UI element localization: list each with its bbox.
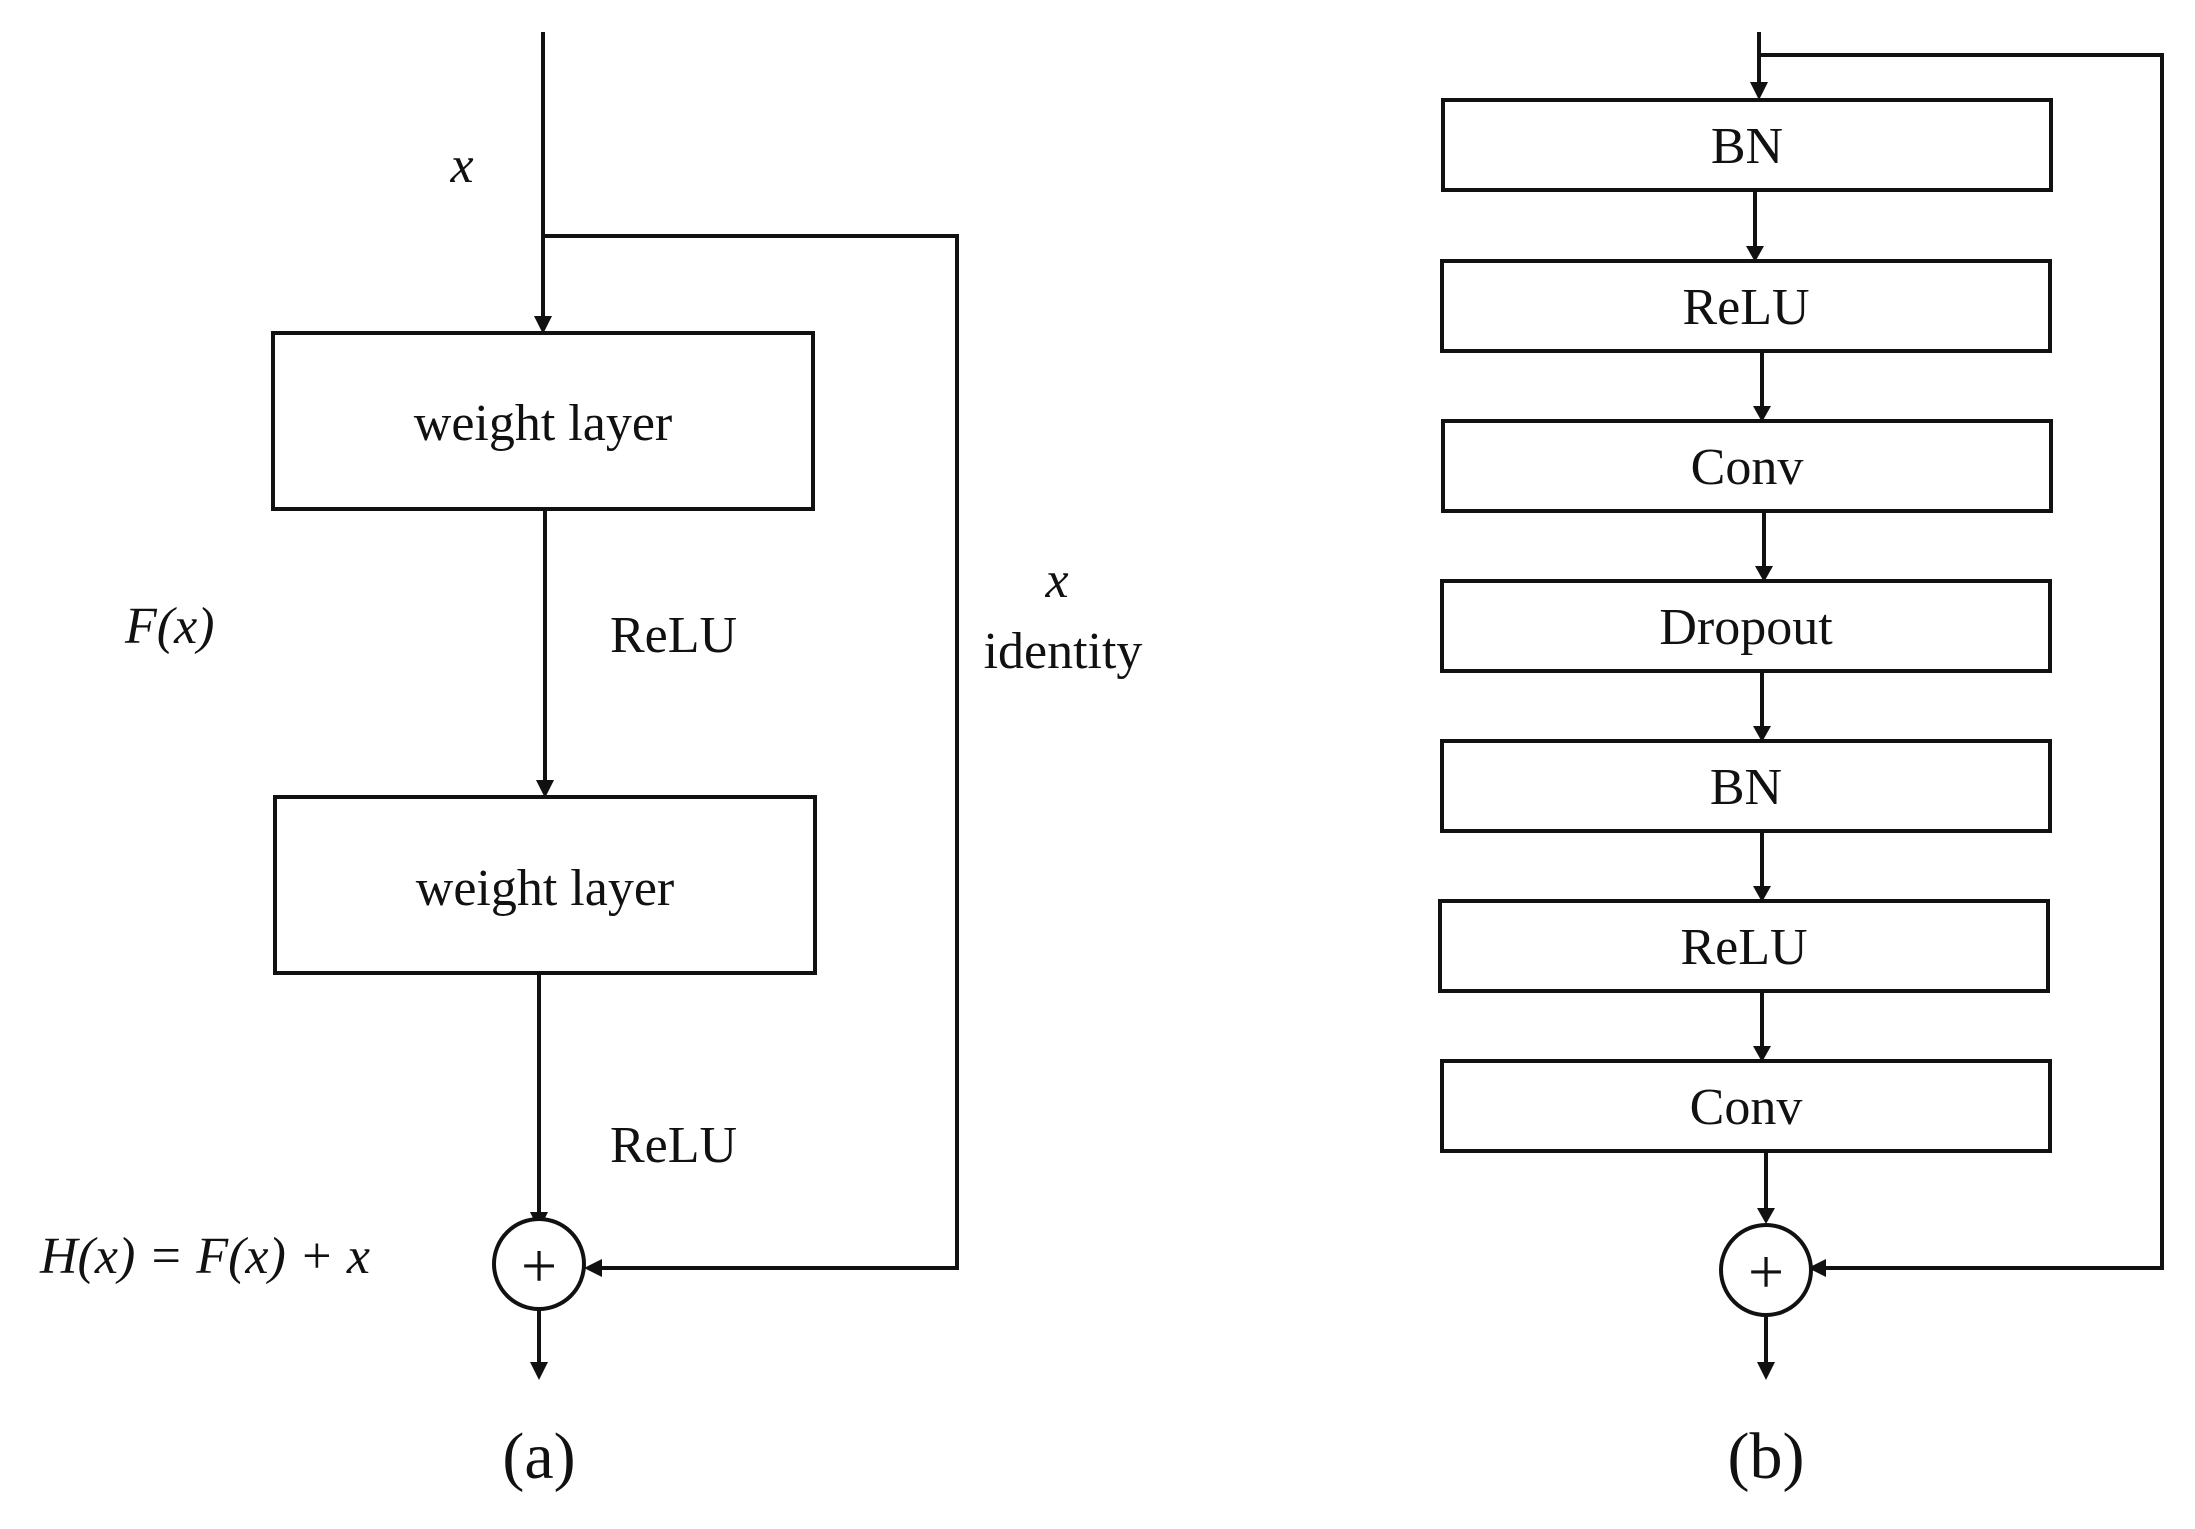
arrowhead-output-b bbox=[1757, 1362, 1775, 1380]
block-relu-2 bbox=[1438, 899, 2050, 993]
arrowhead-into-relu-2 bbox=[1753, 886, 1771, 902]
block-bn-2-label: BN bbox=[1710, 759, 1782, 816]
skip-identity-label: identity bbox=[984, 623, 1143, 680]
arrowhead-into-conv-2 bbox=[1753, 1046, 1771, 1062]
weight-layer-1-label: weight layer bbox=[414, 395, 672, 452]
caption-b: (b) bbox=[1728, 1420, 1805, 1493]
residual-fx-label: F(x) bbox=[124, 598, 214, 655]
block-bn-2 bbox=[1440, 739, 2052, 833]
block-relu-2-label: ReLU bbox=[1680, 919, 1807, 976]
arrowhead-skip-into-sum-b bbox=[1808, 1259, 1826, 1277]
panel-a: weight layer weight layer + x F(x) ReLU … bbox=[39, 32, 1142, 1493]
arrowhead-into-dropout bbox=[1755, 566, 1773, 582]
sum-symbol-a: + bbox=[521, 1230, 557, 1301]
arrowhead-into-bn1 bbox=[1750, 82, 1768, 100]
panel-b: BN ReLU Conv Dropout BN ReLU Conv + bbox=[1438, 32, 2164, 1493]
block-dropout-label: Dropout bbox=[1659, 599, 1833, 656]
skip-connection-path-b bbox=[1759, 53, 2164, 1270]
relu-label-1: ReLU bbox=[610, 607, 737, 664]
block-bn-1-label: BN bbox=[1711, 118, 1783, 175]
arrowhead-into-bn-2 bbox=[1753, 726, 1771, 742]
sum-symbol-b: + bbox=[1748, 1236, 1784, 1307]
block-dropout bbox=[1440, 579, 2052, 673]
arrowhead-into-conv-1 bbox=[1753, 406, 1771, 422]
arrowhead-into-sum-b bbox=[1757, 1208, 1775, 1224]
block-relu-1 bbox=[1440, 259, 2052, 353]
arrowhead-into-layer2 bbox=[536, 780, 554, 798]
block-relu-1-label: ReLU bbox=[1682, 279, 1809, 336]
caption-a: (a) bbox=[502, 1420, 575, 1493]
arrowhead-into-layer1 bbox=[534, 316, 552, 334]
skip-connection-path bbox=[543, 234, 959, 1270]
block-bn-1 bbox=[1441, 98, 2053, 192]
weight-layer-2-label: weight layer bbox=[416, 860, 674, 917]
relu-label-2: ReLU bbox=[610, 1117, 737, 1174]
output-formula-label: H(x) = F(x) + x bbox=[39, 1228, 370, 1285]
arrowhead-output-a bbox=[530, 1362, 548, 1380]
block-conv-1 bbox=[1441, 419, 2053, 513]
input-x-label: x bbox=[449, 137, 473, 194]
arrowhead-skip-into-sum bbox=[584, 1259, 602, 1277]
arrowhead-into-relu-1 bbox=[1746, 246, 1764, 262]
weight-layer-1-box bbox=[271, 331, 815, 511]
skip-x-label: x bbox=[1044, 552, 1068, 609]
weight-layer-2-box bbox=[273, 795, 817, 975]
block-conv-2-label: Conv bbox=[1690, 1079, 1803, 1136]
block-conv-2 bbox=[1440, 1059, 2052, 1153]
block-conv-1-label: Conv bbox=[1691, 439, 1804, 496]
